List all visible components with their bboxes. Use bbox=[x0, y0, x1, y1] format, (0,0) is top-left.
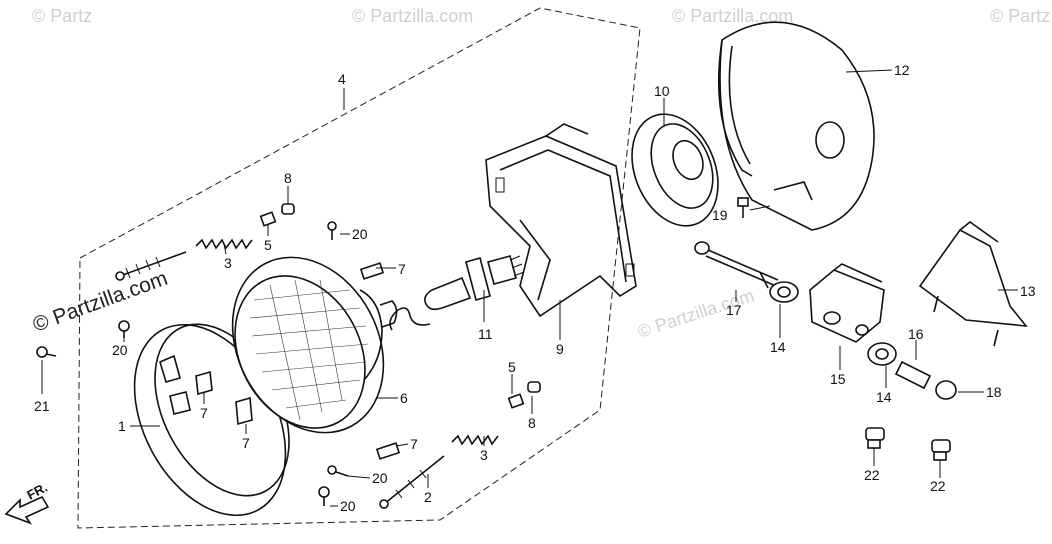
callout-16: 16 bbox=[908, 326, 924, 342]
callout-21: 21 bbox=[34, 398, 50, 414]
watermark-1: © Partz bbox=[32, 6, 92, 26]
adjust-screw-lower bbox=[379, 455, 445, 509]
callout-13: 13 bbox=[1020, 283, 1036, 299]
screw-19 bbox=[737, 197, 749, 218]
screw-20b bbox=[118, 320, 130, 338]
callout-11: 11 bbox=[478, 326, 493, 342]
brand-watermark: © Partzilla.com bbox=[30, 267, 171, 337]
callout-4: 4 bbox=[338, 71, 346, 87]
cap-nut-18 bbox=[935, 380, 957, 400]
grommet-14a bbox=[769, 281, 799, 303]
callout-14b: 14 bbox=[876, 389, 892, 405]
headlight-lens bbox=[231, 256, 398, 434]
callout-14a: 14 bbox=[770, 339, 786, 355]
nut-5b bbox=[507, 393, 525, 409]
callout-2: 2 bbox=[424, 489, 432, 505]
callout-17: 17 bbox=[726, 302, 742, 318]
screw-21 bbox=[36, 346, 57, 358]
front-direction-indicator: FR. bbox=[4, 480, 50, 525]
screw-20a bbox=[327, 221, 337, 240]
callout-12: 12 bbox=[894, 62, 910, 78]
callout-5a: 5 bbox=[264, 237, 272, 253]
callout-22b: 22 bbox=[930, 478, 946, 494]
callout-22a: 22 bbox=[864, 467, 880, 483]
rubber-22a bbox=[865, 427, 885, 449]
callout-7c: 7 bbox=[398, 261, 406, 277]
headlight-bracket bbox=[485, 123, 637, 318]
clip-7b bbox=[235, 396, 253, 426]
callout-7a: 7 bbox=[200, 405, 208, 421]
rubber-22b bbox=[931, 439, 951, 461]
adjust-screw-upper bbox=[115, 251, 187, 281]
clip-7d bbox=[375, 442, 401, 460]
watermark-2: © Partzilla.com bbox=[352, 6, 473, 26]
callout-3b: 3 bbox=[480, 447, 488, 463]
callout-20b: 20 bbox=[112, 342, 128, 358]
callout-3a: 3 bbox=[224, 255, 232, 271]
spring-3b bbox=[451, 434, 499, 446]
arrow-icon bbox=[4, 495, 50, 525]
grommet-14b bbox=[867, 342, 897, 366]
watermark-4: © Partz bbox=[990, 6, 1050, 26]
callout-19: 19 bbox=[712, 207, 728, 223]
clip-7a bbox=[195, 370, 213, 396]
headlight-stay-13 bbox=[918, 220, 1028, 347]
callout-9: 9 bbox=[556, 341, 564, 357]
callout-7d: 7 bbox=[410, 436, 418, 452]
direction-label: FR. bbox=[24, 480, 50, 503]
screw-20c bbox=[327, 465, 349, 477]
callout-8a: 8 bbox=[284, 170, 292, 186]
mount-bracket-15 bbox=[809, 263, 885, 343]
callout-20a: 20 bbox=[352, 226, 368, 242]
screw-20d bbox=[318, 486, 330, 506]
callout-18: 18 bbox=[986, 384, 1002, 400]
headlight-bulb bbox=[424, 255, 525, 311]
callout-8b: 8 bbox=[528, 415, 536, 431]
clip-7c bbox=[359, 262, 385, 280]
cap-8b bbox=[527, 381, 541, 393]
collar-16 bbox=[894, 360, 932, 390]
leader-lines bbox=[41, 69, 1018, 507]
headlight-case bbox=[717, 21, 875, 231]
mounting-bolt bbox=[694, 241, 779, 289]
cap-8a bbox=[281, 203, 295, 215]
callout-15: 15 bbox=[830, 371, 846, 387]
callout-7b: 7 bbox=[242, 435, 250, 451]
assembly-outline bbox=[77, 7, 641, 529]
callout-10: 10 bbox=[654, 83, 670, 99]
callout-labels: 4 8 5 3 20 7 20 21 1 7 7 6 11 9 10 12 19… bbox=[34, 62, 1036, 514]
socket-cover bbox=[631, 113, 719, 227]
callout-5b: 5 bbox=[508, 359, 516, 375]
callout-6: 6 bbox=[400, 390, 408, 406]
callout-20c: 20 bbox=[372, 470, 388, 486]
watermark-3: © Partzilla.com bbox=[672, 6, 793, 26]
callout-1: 1 bbox=[118, 418, 126, 434]
wire bbox=[389, 307, 431, 331]
nut-5a bbox=[259, 211, 277, 227]
callout-20d: 20 bbox=[340, 498, 356, 514]
